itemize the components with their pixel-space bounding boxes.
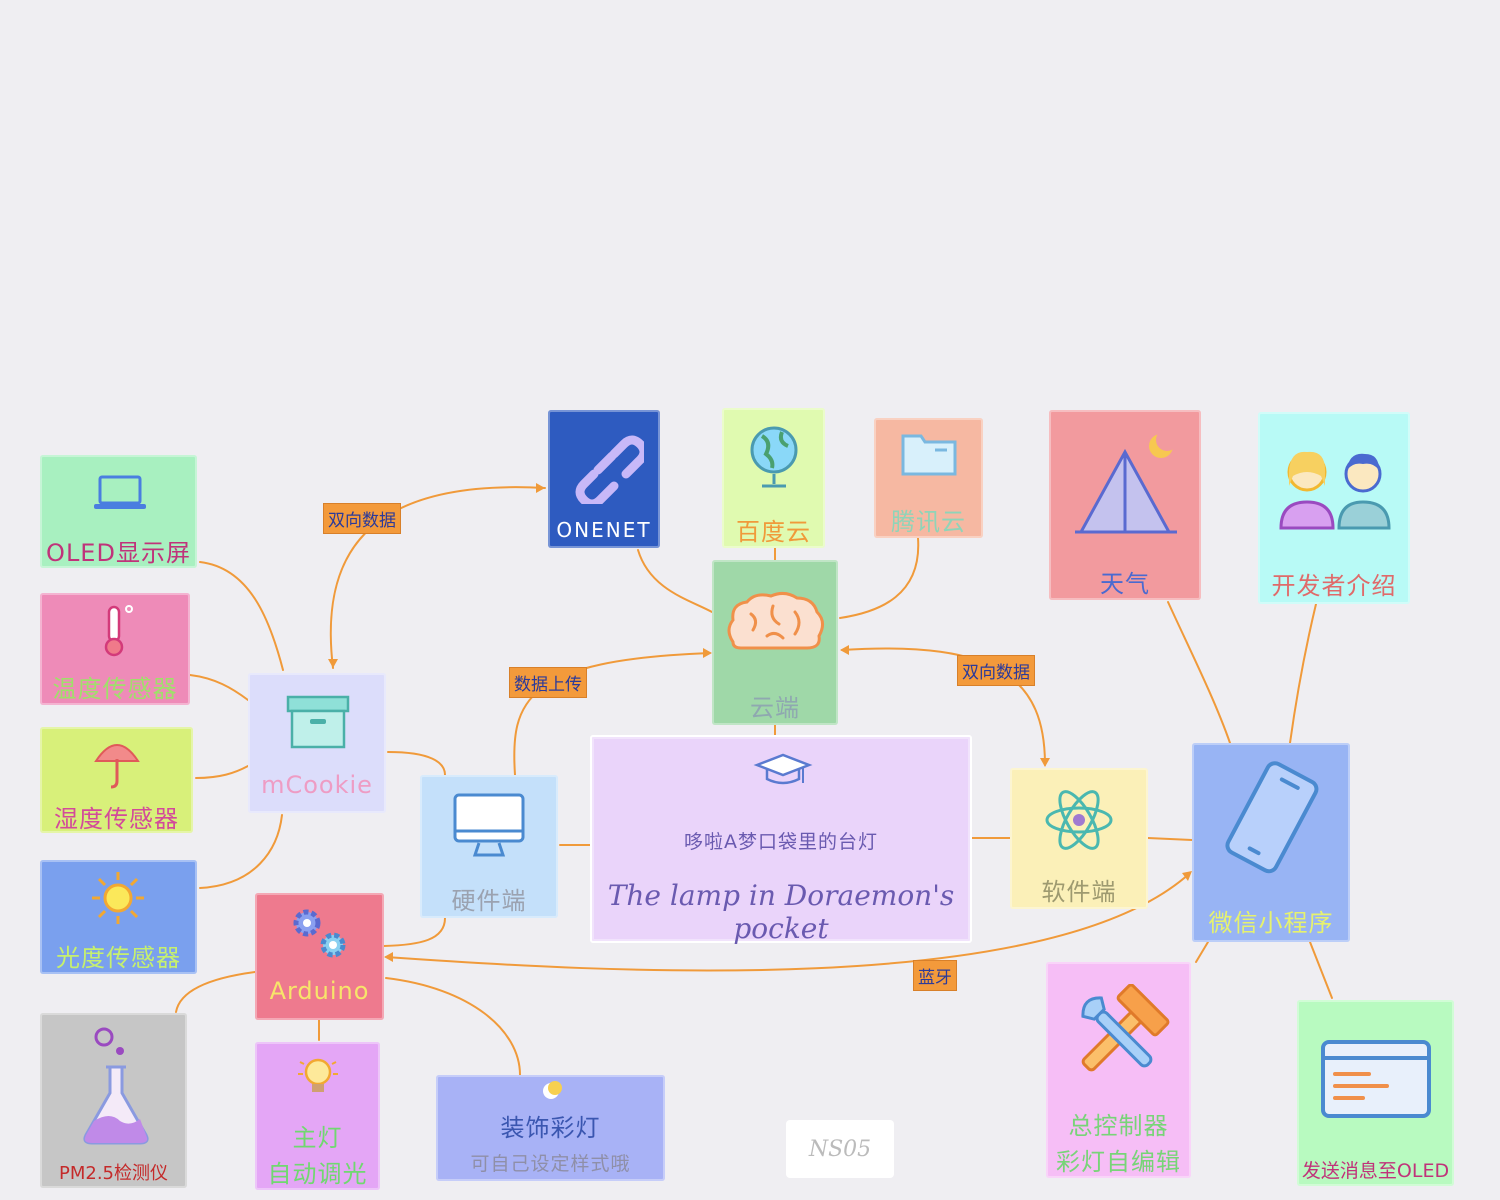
node-wechat-miniprogram[interactable]: 微信小程序	[1192, 743, 1350, 942]
monitor-icon	[453, 793, 525, 857]
node-software[interactable]: 软件端	[1010, 768, 1148, 909]
node-controller[interactable]: 总控制器 彩灯自编辑	[1046, 962, 1191, 1178]
node-main-lamp[interactable]: 主灯 自动调光	[255, 1042, 380, 1190]
edge-arduino-wechat	[385, 872, 1191, 972]
node-temperature-label: 温度传感器	[52, 675, 178, 703]
center-title-en: The lamp in Doraemon's pocket	[607, 879, 955, 945]
phone-icon	[1225, 761, 1319, 874]
edge-tag-software: 双向数据	[957, 655, 1035, 686]
people-icon	[1279, 451, 1391, 530]
bulb-icon	[298, 1058, 338, 1092]
center-title-cn: 哆啦A梦口袋里的台灯	[684, 831, 878, 853]
atom-icon	[1045, 790, 1113, 850]
node-light-label: 光度传感器	[56, 944, 181, 972]
node-developer[interactable]: 开发者介绍	[1258, 412, 1410, 604]
globe-icon	[750, 426, 798, 488]
edge-software-wechat	[1147, 837, 1193, 841]
edge-oled-mcookie	[199, 561, 284, 671]
node-wechat-label: 微信小程序	[1208, 909, 1334, 937]
node-onenet-label: ONENET	[556, 518, 652, 542]
edge-arduino-pm25	[175, 971, 256, 1013]
edge-wechat-sendmsg	[1309, 941, 1333, 999]
flask-icon	[83, 1027, 149, 1145]
node-humidity-sensor[interactable]: 湿度传感器	[40, 727, 193, 833]
arrowhead	[536, 483, 545, 493]
link-icon	[575, 435, 644, 504]
node-send-message[interactable]: 发送消息至OLED	[1297, 1000, 1454, 1186]
arrowhead	[840, 645, 849, 655]
node-developer-label: 开发者介绍	[1271, 572, 1397, 600]
laptop-icon	[94, 475, 146, 509]
edge-humid-mcookie	[195, 765, 249, 779]
node-controller-label2: 彩灯自编辑	[1056, 1148, 1181, 1176]
node-hardware-label: 硬件端	[451, 887, 527, 915]
node-main-lamp-label2: 自动调光	[267, 1160, 368, 1188]
node-cloud-label: 云端	[750, 694, 800, 722]
gears-icon	[293, 909, 346, 958]
node-mcookie-label: mCookie	[261, 771, 373, 799]
node-oled-label: OLED显示屏	[46, 539, 191, 567]
sun-icon	[92, 872, 144, 924]
edge-arduino-deco	[385, 977, 521, 1076]
node-weather[interactable]: 天气	[1049, 410, 1201, 600]
watermark: NS05	[786, 1120, 894, 1178]
thermometer-icon	[104, 605, 133, 657]
node-baidu-cloud[interactable]: 百度云	[722, 408, 825, 548]
node-tencent-cloud[interactable]: 腾讯云	[874, 418, 983, 538]
node-center-title[interactable]: 哆啦A梦口袋里的台灯 The lamp in Doraemon's pocket	[590, 735, 972, 945]
node-mcookie[interactable]: mCookie	[248, 673, 386, 813]
node-controller-label1: 总控制器	[1068, 1112, 1169, 1140]
arrowhead	[384, 952, 393, 962]
folder-icon	[901, 434, 957, 476]
node-baidu-label: 百度云	[736, 518, 811, 546]
node-arduino[interactable]: Arduino	[255, 893, 384, 1020]
edge-developer-wechat	[1289, 603, 1317, 744]
node-decorative-label2: 可自己设定样式哦	[470, 1153, 631, 1175]
box-icon	[286, 695, 350, 749]
arrowhead	[1182, 871, 1192, 881]
node-tencent-label: 腾讯云	[891, 508, 966, 536]
node-oled[interactable]: OLED显示屏	[40, 455, 197, 568]
node-pm25-label: PM2.5检测仪	[58, 1163, 168, 1184]
node-send-message-label: 发送消息至OLED	[1301, 1160, 1450, 1182]
edge-tencent-cloud	[839, 537, 920, 619]
brain-icon	[727, 591, 824, 650]
edge-tag-bluetooth: 蓝牙	[913, 960, 957, 991]
tent-icon	[1075, 429, 1178, 534]
node-hardware[interactable]: 硬件端	[420, 775, 558, 918]
edge-onenet-cloud	[637, 549, 713, 613]
edge-light-mcookie	[199, 814, 283, 889]
node-decorative-label1: 装饰彩灯	[500, 1114, 601, 1142]
edge-hardware-arduino	[383, 917, 446, 947]
node-onenet[interactable]: ONENET	[548, 410, 660, 548]
arrowhead	[703, 648, 712, 658]
moon-icon	[543, 1081, 562, 1099]
edge-weather-wechat	[1167, 601, 1231, 744]
edge-wechat-controller	[1195, 941, 1209, 963]
node-main-lamp-label1: 主灯	[292, 1124, 343, 1152]
node-arduino-label: Arduino	[269, 977, 370, 1005]
edge-tag-onenet: 双向数据	[323, 503, 401, 534]
node-decorative-lights[interactable]: 装饰彩灯 可自己设定样式哦	[436, 1075, 665, 1181]
node-temperature-sensor[interactable]: 温度传感器	[40, 593, 190, 705]
tools-icon	[1081, 984, 1170, 1072]
arrowhead	[1040, 758, 1050, 767]
umbrella-icon	[94, 744, 140, 789]
node-humidity-label: 湿度传感器	[54, 805, 179, 833]
node-weather-label: 天气	[1100, 570, 1150, 598]
node-light-sensor[interactable]: 光度传感器	[40, 860, 197, 974]
window-icon	[1321, 1040, 1431, 1118]
graduation-cap-icon	[753, 753, 813, 785]
edge-temp-mcookie	[189, 674, 249, 701]
arrowhead	[328, 659, 338, 668]
edge-tag-upload: 数据上传	[509, 667, 587, 698]
node-pm25[interactable]: PM2.5检测仪	[40, 1013, 187, 1188]
edge-mcookie-hardware	[387, 751, 446, 776]
node-software-label: 软件端	[1041, 878, 1117, 906]
node-cloud[interactable]: 云端	[712, 560, 838, 725]
